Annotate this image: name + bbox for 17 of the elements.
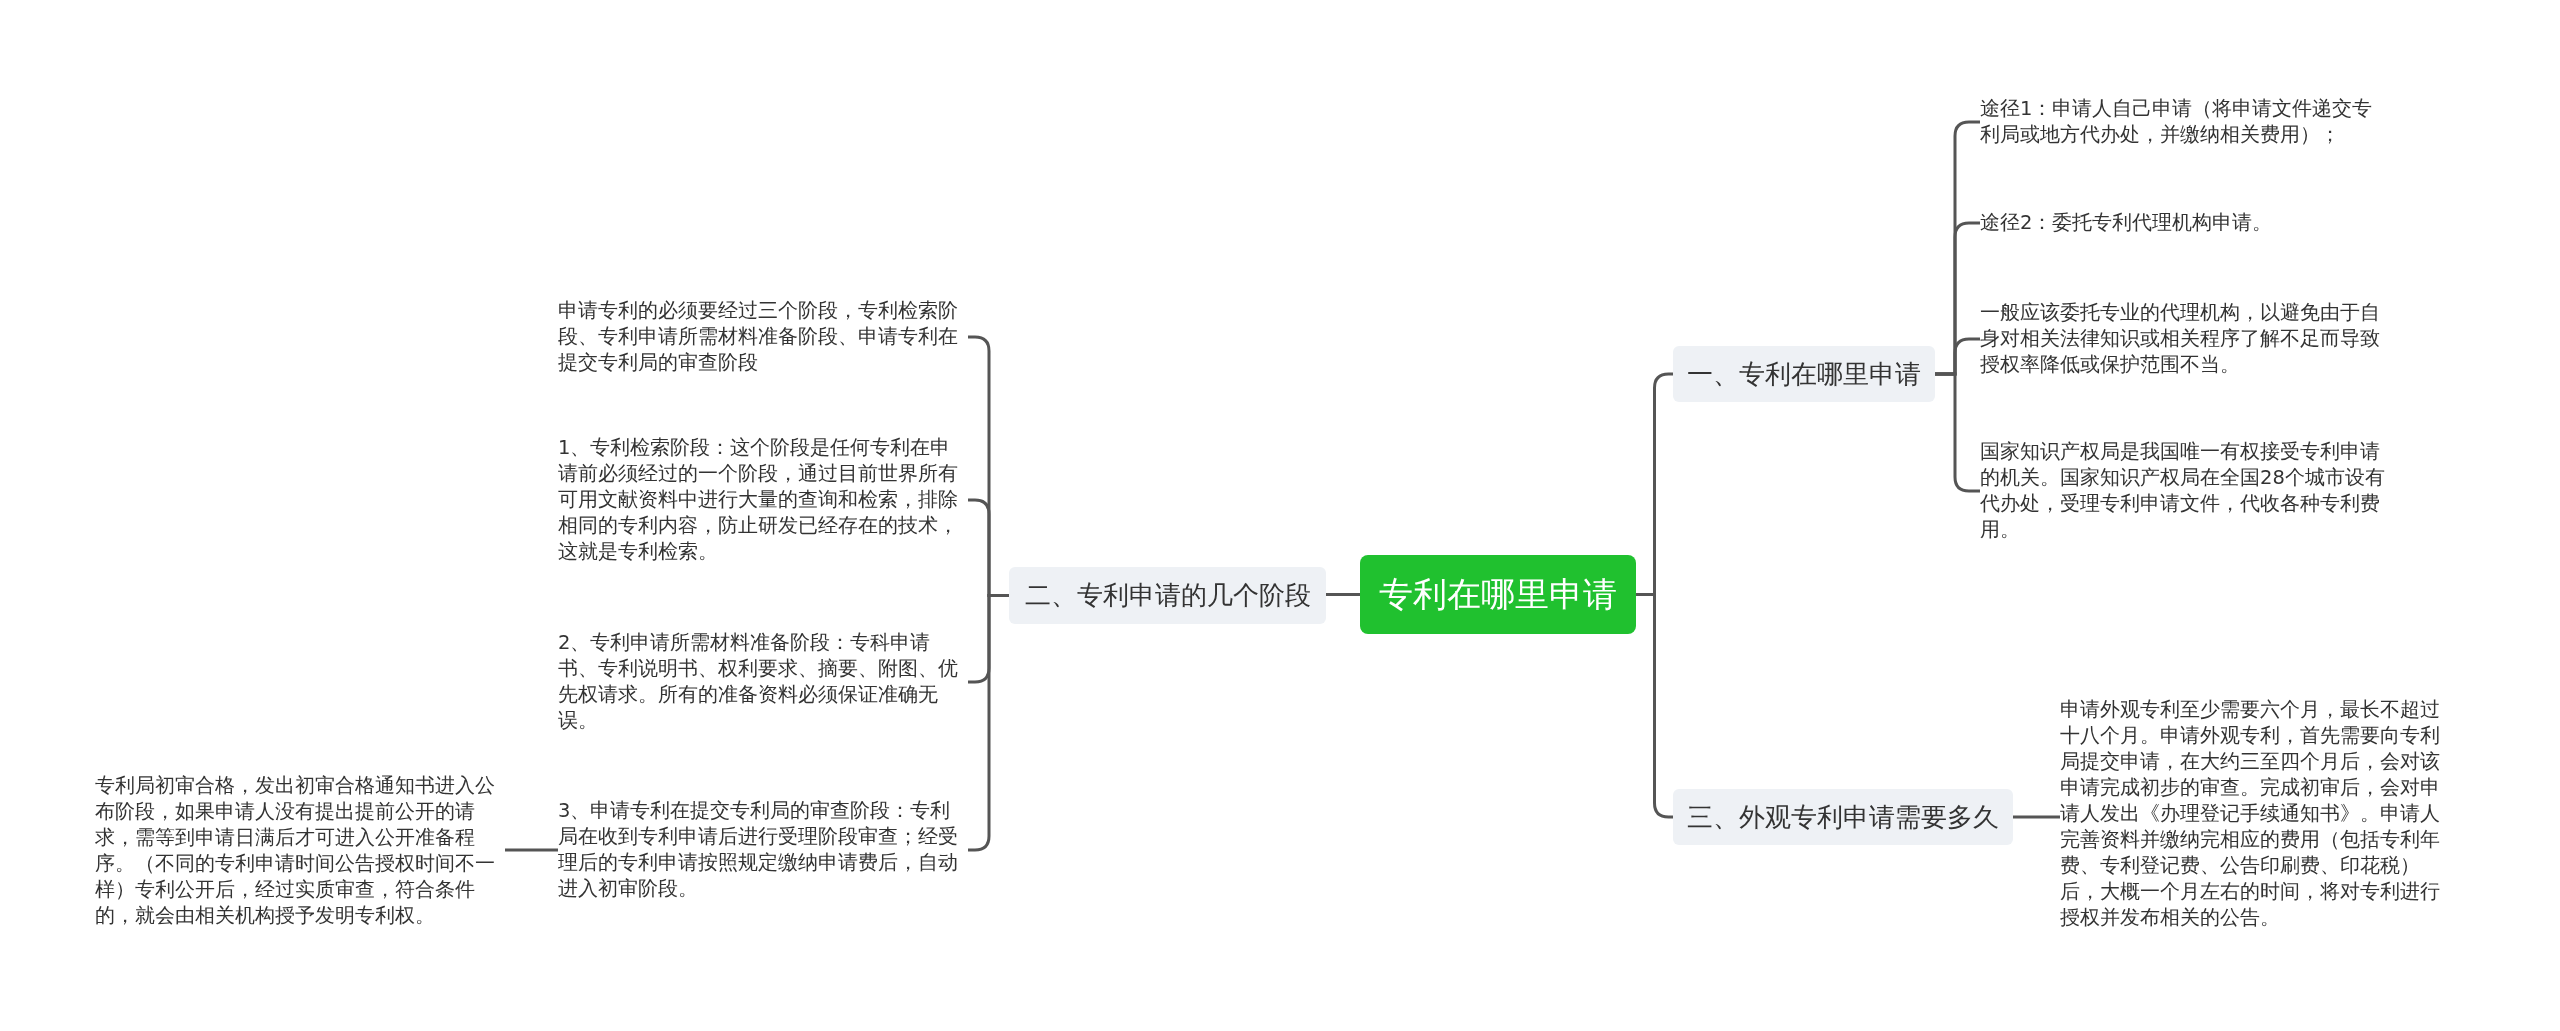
topic-box: 三、外观专利申请需要多久 <box>1673 789 2013 845</box>
note-text: 2、专利申请所需材料准备阶段：专科申请书、专利说明书、权利要求、摘要、附图、优先权请求。所有的准备资料必须保证准确无误。 <box>558 630 968 734</box>
connector-line <box>505 848 558 852</box>
note-text: 申请专利的必须要经过三个阶段，专利检索阶段、专利申请所需材料准备阶段、申请专利在提交专利局的审查阶段 <box>558 298 968 376</box>
note-text: 申请外观专利至少需要六个月，最长不超过十八个月。申请外观专利，首先需要向专利局提交申请，在大约三至四个月后，会对该申请完成初步的审查。完成初审后，会对申请人发出《办理登记手续通知书》。申请人完善资料并缴纳完相应的费用（包括专利年费、专利登记费、公告印刷费、印花税）后，大概一个月左右的时间，将对专利进行授权并发布相关的公告。 <box>2060 697 2455 931</box>
note-text: 1、专利检索阶段：这个阶段是任何专利在申请前必须经过的一个阶段，通过目前世界所有可用文献资料中进行大量的查询和检索，排除相同的专利内容，防止研发已经存在的技术，这就是专利检索。 <box>558 435 968 565</box>
central-topic-box: 专利在哪里申请 <box>1360 555 1636 634</box>
note-text: 3、申请专利在提交专利局的审查阶段：专利局在收到专利申请后进行受理阶段审查；经受理后的专利申请按照规定缴纳申请费后，自动进入初审阶段。 <box>558 798 968 902</box>
note-text: 专利局初审合格，发出初审合格通知书进入公布阶段，如果申请人没有提出提前公开的请求，需等到申请日满后才可进入公开准备程序。（不同的专利申请时间公告授权时间不一样）专利公开后，经过实质审查，符合条件的，就会由相关机构授予发明专利权。 <box>95 773 505 929</box>
topic-box: 二、专利申请的几个阶段 <box>1009 567 1326 624</box>
note-text: 国家知识产权局是我国唯一有权接受专利申请的机关。国家知识产权局在全国28个城市设有代办处，受理专利申请文件，代收各种专利费用。 <box>1980 439 2390 543</box>
note-text: 途径2：委托专利代理机构申请。 <box>1980 210 2390 236</box>
note-text: 途径1：申请人自己申请（将申请文件递交专利局或地方代办处，并缴纳相关费用）； <box>1980 96 2390 148</box>
note-text: 一般应该委托专业的代理机构，以避免由于自身对相关法律知识或相关程序了解不足而导致授权率降低或保护范围不当。 <box>1980 300 2390 378</box>
topic-box: 一、专利在哪里申请 <box>1673 346 1935 402</box>
connector-line <box>2013 815 2060 819</box>
connector-line <box>1326 593 1360 596</box>
